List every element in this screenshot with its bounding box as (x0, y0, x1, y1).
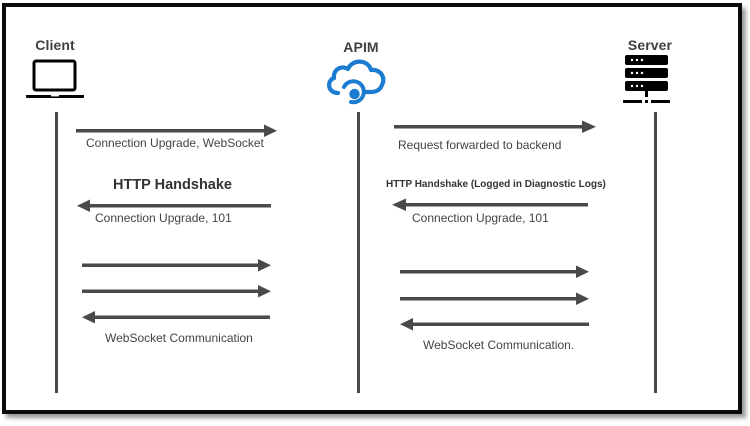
server-rack-icon (623, 55, 670, 103)
label-apim-server-ws: WebSocket Communication. (423, 338, 575, 352)
lifeline-apim (357, 112, 360, 393)
lifeline-client (55, 112, 58, 393)
label-client-apim-ws: WebSocket Communication (105, 331, 253, 345)
section-title-server-handshake: HTTP Handshake (Logged in Diagnostic Log… (386, 179, 606, 190)
laptop-icon (26, 59, 84, 98)
actor-label-apim: APIM (343, 39, 379, 55)
cloud-api-management-icon (327, 59, 386, 105)
label-client-to-apim-upgrade: Connection Upgrade, WebSocket (86, 136, 264, 150)
lifeline-server (654, 112, 657, 393)
actor-label-server: Server (627, 37, 673, 53)
label-apim-to-client-101: Connection Upgrade, 101 (95, 211, 232, 225)
label-server-to-apim-101: Connection Upgrade, 101 (412, 211, 549, 225)
section-title-client-handshake: HTTP Handshake (113, 177, 232, 193)
label-apim-to-server-forward: Request forwarded to backend (398, 138, 562, 152)
actor-label-client: Client (35, 37, 75, 53)
